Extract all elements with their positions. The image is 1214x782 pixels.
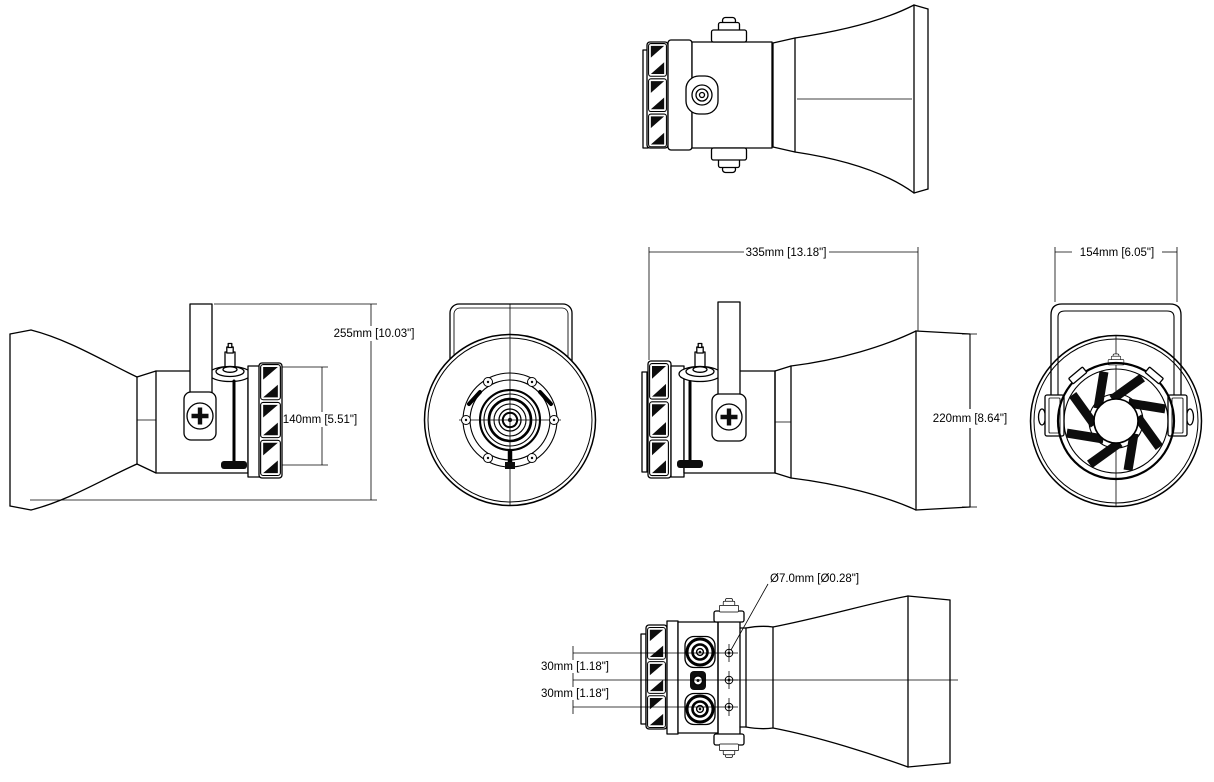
bracket-strap-band <box>713 598 745 758</box>
bottom-view <box>640 595 951 768</box>
dim-text-hole-spacing-upper: 30mm [1.18"] <box>541 661 609 673</box>
right-side-view <box>641 301 971 511</box>
dim-text-hole-spacing-lower: 30mm [1.18"] <box>541 688 609 700</box>
fin-heatsink-rear <box>1056 361 1176 481</box>
dimensions: 255mm [10.03"] 140mm [5.51"] 335mm [13.1… <box>30 247 1178 714</box>
front-view <box>423 303 597 507</box>
hinge-lug <box>685 75 719 115</box>
dim-text-overall-length: 335mm [13.18"] <box>746 247 827 259</box>
dim-text-horn-mouth-diameter: 220mm [8.64"] <box>933 413 1007 425</box>
dim-hole-spacing: 30mm [1.18"] 30mm [1.18"] <box>541 646 958 714</box>
fin-heatsink <box>258 362 283 479</box>
mini-gland <box>690 671 706 690</box>
rear-plate <box>666 620 679 735</box>
top-view <box>642 4 929 194</box>
swirl-logo <box>499 410 519 431</box>
cable-gland-2 <box>683 692 717 726</box>
fin-heatsink <box>647 360 672 479</box>
dim-horn-mouth-diameter: 220mm [8.64"] <box>933 333 1007 508</box>
dim-text-overall-height: 255mm [10.03"] <box>334 328 415 340</box>
fin-heatsink <box>646 41 669 149</box>
dim-bracket-width: 154mm [6.05"] <box>1054 247 1178 302</box>
phillips-screw <box>186 402 214 430</box>
left-side-view <box>9 303 283 511</box>
rear-step <box>641 371 648 473</box>
mounting-bracket <box>1050 303 1182 437</box>
fin-heatsink <box>645 624 668 730</box>
dim-rear-section-height: 140mm [5.51"] <box>282 366 357 466</box>
dim-text-bracket-width: 154mm [6.05"] <box>1080 247 1154 259</box>
rear-plate <box>247 365 261 478</box>
dim-text-mounting-hole-diameter: Ø7.0mm [Ø0.28"] <box>770 573 859 585</box>
bracket-arm <box>189 303 213 397</box>
horn-bell <box>772 4 929 194</box>
dim-overall-length: 335mm [13.18"] <box>648 247 919 360</box>
strap-foot <box>221 461 247 469</box>
driver-screws <box>461 377 559 463</box>
bracket-arm <box>717 301 741 397</box>
dim-text-rear-section-height: 140mm [5.51"] <box>283 414 357 426</box>
phillips-screw <box>715 403 743 431</box>
cable-gland-1 <box>683 635 717 669</box>
horn-bell <box>774 330 971 511</box>
horn-bell <box>9 329 157 511</box>
rear-view <box>1029 303 1203 508</box>
dim-overall-height: 255mm [10.03"] <box>30 303 415 501</box>
clamp-marks <box>467 390 553 469</box>
strap-foot <box>677 460 703 468</box>
dim-mounting-hole-diameter: Ø7.0mm [Ø0.28"] <box>730 573 859 651</box>
